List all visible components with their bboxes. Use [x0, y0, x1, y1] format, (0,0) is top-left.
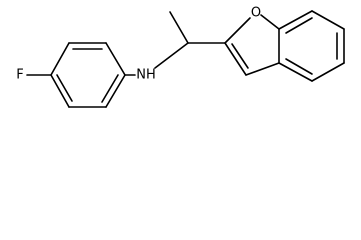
nc-alkyl-bond	[154, 42, 189, 69]
furan-c3-c3a-bond	[245, 62, 280, 76]
ring1-bond	[50, 74, 70, 108]
fluorine-atom-label: F	[16, 68, 23, 83]
furan-c2-c3-bond	[224, 42, 247, 76]
ring1-bond	[105, 42, 126, 76]
ring1-bond	[50, 42, 70, 76]
benzo-double-bond	[285, 58, 313, 75]
amine-atom-label: NH	[136, 68, 156, 83]
furan-c3-double-bond	[231, 43, 249, 69]
benzo-bond	[311, 62, 345, 82]
benzo-bond	[278, 10, 313, 30]
oxygen-atom-label: O	[251, 6, 261, 21]
fluorophenyl-ring	[50, 42, 126, 108]
ring1-bond	[105, 74, 126, 108]
furan-ring	[224, 14, 280, 76]
furan-c2-o-bond	[224, 17, 251, 44]
molecule-svg: F NH O	[16, 6, 345, 108]
benzo-double-bond	[285, 17, 313, 34]
ring1-double-bond	[101, 74, 119, 103]
benzo-bond	[311, 10, 345, 30]
structure-diagram: F NH O	[0, 0, 361, 116]
benzo-bond	[278, 62, 313, 82]
methyl-bond	[169, 11, 189, 44]
benzo-ring	[278, 10, 345, 82]
ring1-double-bond	[56, 74, 73, 102]
furan-o-c7a-bond	[260, 14, 280, 30]
